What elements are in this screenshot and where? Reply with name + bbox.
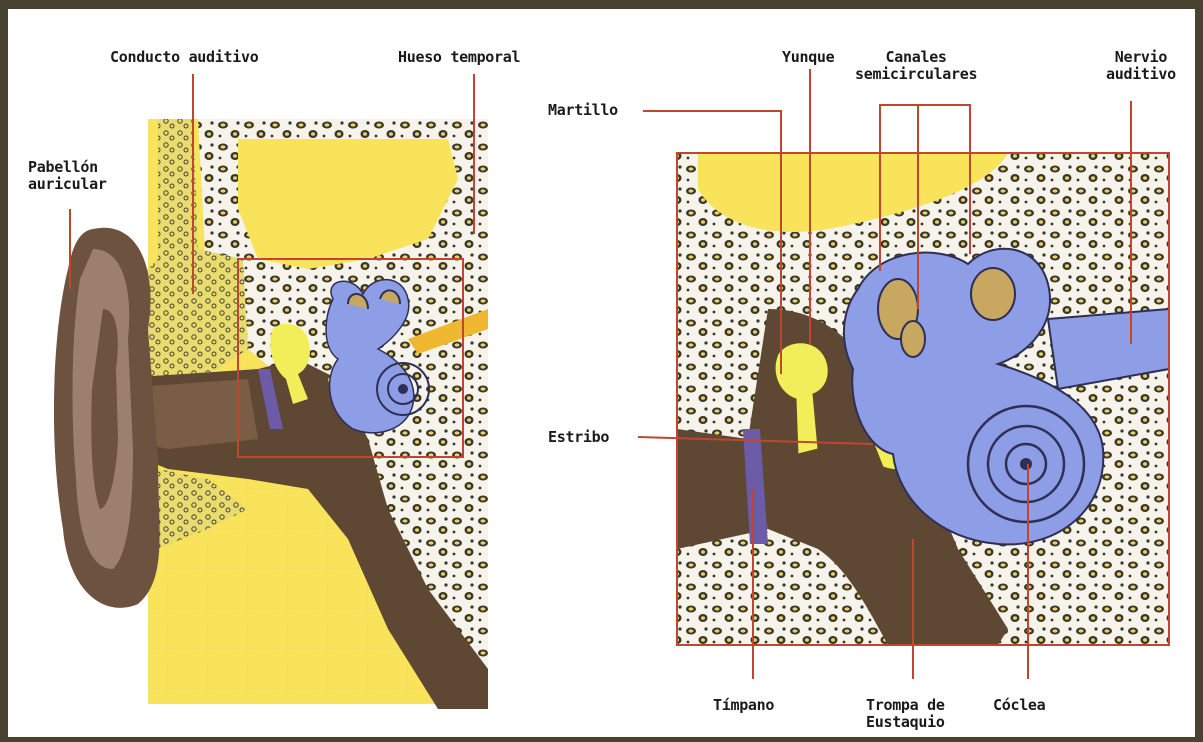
label-trompa-de-eustaquio: Trompa de Eustaquio: [866, 697, 945, 731]
left-panel-outer-ear: [54, 119, 488, 709]
label-canales-semicirculares: Canales semicirculares: [855, 49, 977, 83]
right-panel-middle-inner-ear: [677, 153, 1169, 645]
label-pabellon-auricular: Pabellón auricular: [28, 159, 107, 193]
label-timpano: Tímpano: [713, 697, 774, 714]
label-martillo: Martillo: [548, 102, 618, 119]
label-nervio-auditivo: Nervio auditivo: [1106, 49, 1176, 83]
label-estribo: Estribo: [548, 429, 609, 446]
label-conducto-auditivo: Conducto auditivo: [110, 49, 258, 66]
diagram-frame: Conducto auditivo Hueso temporal Pabelló…: [8, 9, 1195, 737]
label-yunque: Yunque: [782, 49, 834, 66]
label-coclea: Cóclea: [993, 697, 1045, 714]
label-hueso-temporal: Hueso temporal: [398, 49, 520, 66]
